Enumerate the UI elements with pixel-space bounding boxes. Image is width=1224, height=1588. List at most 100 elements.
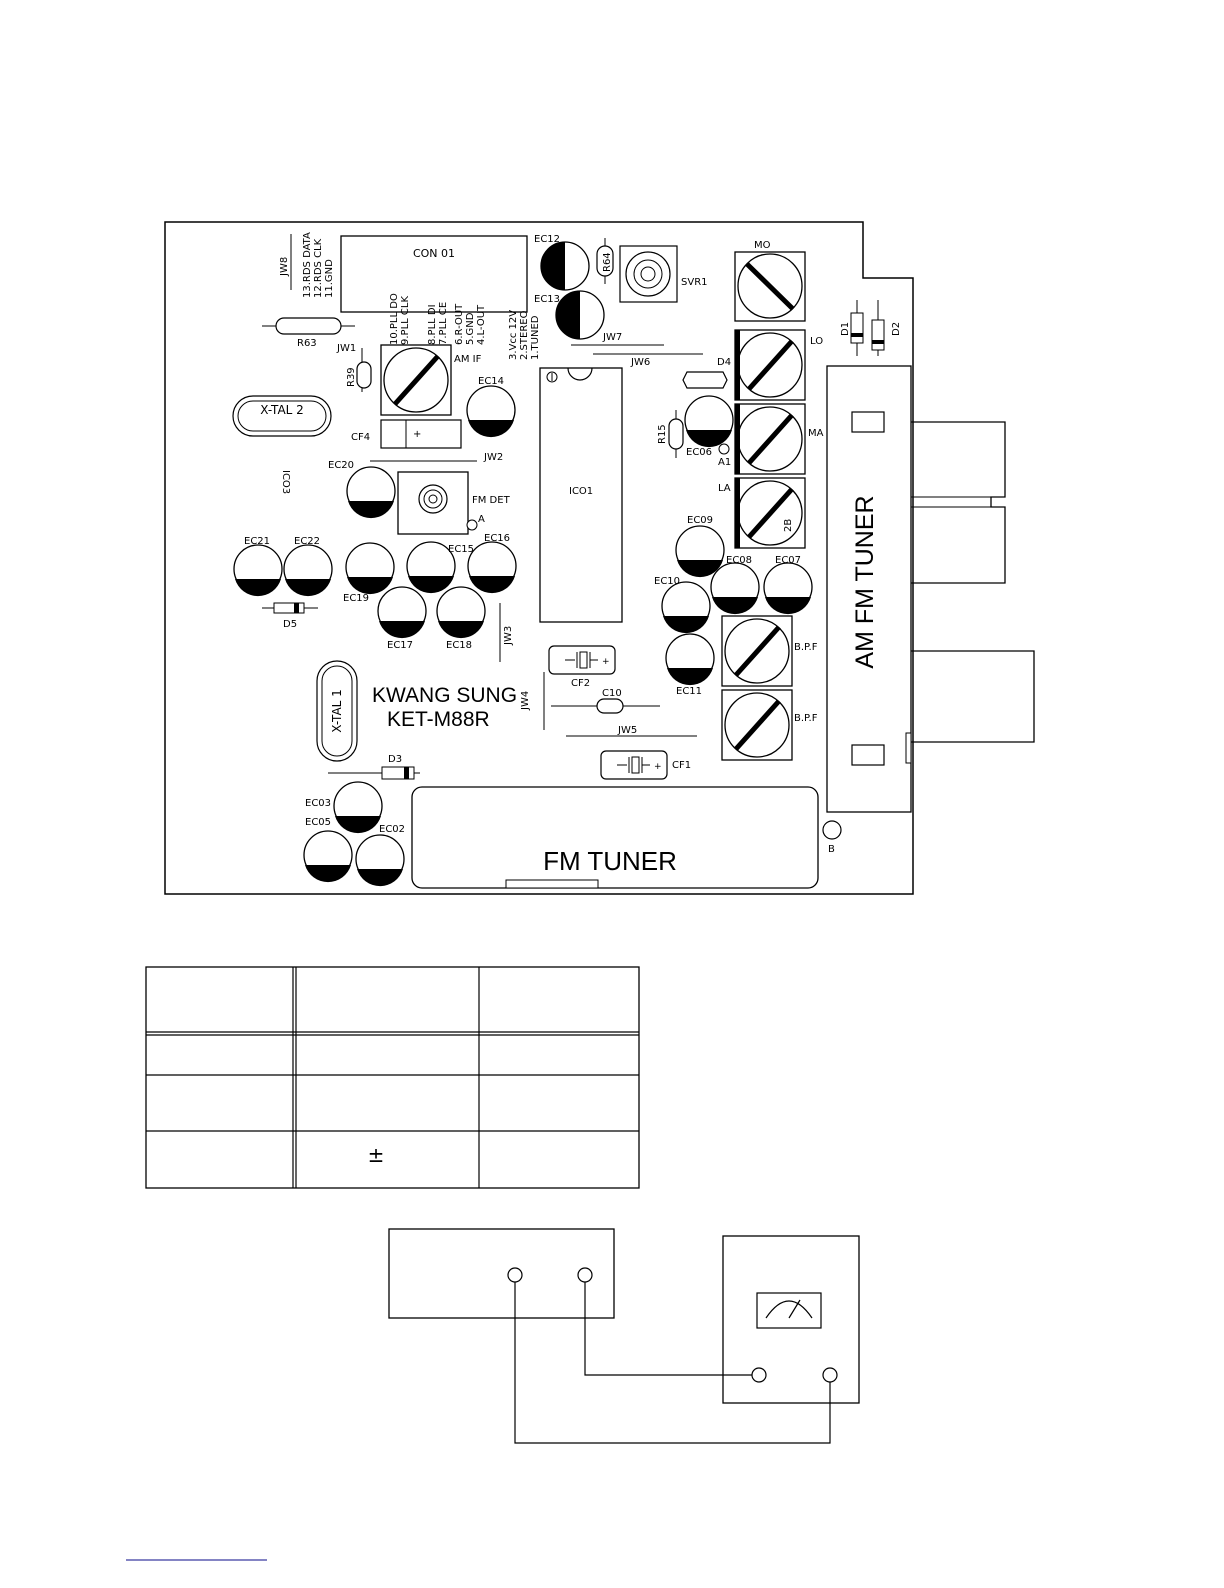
- con01-label: CON 01: [413, 247, 455, 260]
- pcb-outline: [164, 221, 914, 895]
- jw8-label: JW8: [279, 257, 290, 277]
- pin13-label: 13.RDS DATA: [302, 232, 313, 298]
- fm-tuner-label: FM TUNER: [543, 846, 677, 876]
- meter-terminal-2: [822, 1367, 838, 1383]
- diode-d1: [850, 312, 864, 344]
- jw1-label: JW1: [336, 343, 356, 354]
- d1-label: D1: [840, 322, 851, 336]
- ec16-label: EC16: [484, 533, 510, 544]
- c10-label: C10: [602, 688, 622, 699]
- wire-2: [514, 1282, 831, 1444]
- plus-minus-symbol: ±: [368, 1143, 385, 1167]
- ec21-label: EC21: [244, 536, 270, 547]
- wire-1: [584, 1282, 752, 1376]
- resistor-r39: [356, 361, 372, 389]
- capacitor-c10: [596, 698, 624, 714]
- side-connector-lower: [911, 650, 1035, 743]
- ec02-label: EC02: [379, 824, 405, 835]
- cf1-label: CF1: [672, 760, 691, 771]
- cf2-label: CF2: [571, 678, 590, 689]
- resistor-r63: [275, 317, 342, 335]
- a1-label: A1: [718, 457, 731, 468]
- coil-fm-det: [397, 471, 469, 535]
- coil-2b-label: 2B: [783, 519, 794, 532]
- pin6-label: 6.R-OUT: [454, 303, 465, 345]
- ec06-label: EC06: [686, 447, 712, 458]
- am-fm-tuner-label: AM FM TUNER: [851, 495, 879, 668]
- jw3-label: JW3: [503, 626, 514, 646]
- pin5-label: 5.GND: [465, 312, 476, 345]
- ec20-label: EC20: [328, 460, 354, 471]
- jw2-label: JW2: [483, 452, 503, 463]
- coil-bpf-1: [721, 615, 793, 687]
- ico3-label: ICO3: [280, 470, 291, 494]
- signal-source-box: [388, 1228, 615, 1319]
- jw4-label: JW4: [520, 691, 531, 711]
- pin10-label: 10.PLL DO: [389, 293, 400, 345]
- pin3-label: 3.Vcc 12V: [508, 310, 519, 360]
- pin4-label: 4.L-OUT: [476, 304, 487, 345]
- svg-text:+: +: [654, 762, 662, 772]
- pin9-label: 9.PLL CLK: [400, 296, 411, 345]
- ic-ico1: [539, 367, 623, 623]
- bpf2-label: B.P.F: [794, 713, 818, 724]
- fmdet-label: FM DET: [472, 495, 511, 506]
- r64-label: R64: [602, 252, 613, 272]
- ec08-label: EC08: [726, 555, 752, 566]
- ec13-label: EC13: [534, 294, 560, 305]
- diode-d4: [682, 371, 728, 389]
- point-b-label: B: [828, 844, 835, 855]
- mo-label: MO: [754, 240, 771, 251]
- ec14-label: EC14: [478, 376, 504, 387]
- d4-label: D4: [717, 357, 731, 368]
- bpf1-label: B.P.F: [794, 642, 818, 653]
- pin11-label: 11.GND: [324, 259, 335, 298]
- filter-cf4: [380, 419, 462, 449]
- crystal-xtal2: [232, 395, 332, 437]
- test-point-a1: [718, 443, 730, 455]
- xtal1-label: X-TAL 1: [330, 689, 344, 733]
- crystal-xtal1: [316, 660, 358, 762]
- r39-label: R39: [346, 367, 357, 387]
- d3-label: D3: [388, 754, 402, 765]
- brand-label: KWANG SUNG: [372, 684, 517, 707]
- ec03-label: EC03: [305, 798, 331, 809]
- cf4-label: CF4: [351, 432, 370, 443]
- test-setup-diagram: [388, 1228, 860, 1444]
- source-terminal-1: [507, 1267, 523, 1283]
- test-point-a: [466, 519, 478, 531]
- coil-mo: [734, 251, 806, 322]
- svr1-label: SVR1: [681, 277, 708, 288]
- la-label: LA: [718, 483, 731, 494]
- ec09-label: EC09: [687, 515, 713, 526]
- diode-d2: [871, 319, 885, 351]
- jw6-label: JW6: [630, 357, 650, 368]
- trimmer-svr1: [619, 245, 678, 303]
- coil-am-if: [380, 344, 452, 416]
- diode-d3: [381, 766, 415, 780]
- d2-label: D2: [891, 322, 902, 336]
- fm-tuner-module: [411, 786, 819, 889]
- ec22-label: EC22: [294, 536, 320, 547]
- ec05-label: EC05: [305, 817, 331, 828]
- ec15-label: EC15: [448, 544, 474, 555]
- meter-box: [722, 1235, 860, 1404]
- diode-d5: [273, 602, 305, 614]
- xtal2-label: X-TAL 2: [260, 403, 304, 417]
- pin1-label: 1.TUNED: [530, 315, 541, 360]
- filter-cf2: [548, 645, 616, 675]
- ec18-label: EC18: [446, 640, 472, 651]
- pin8-label: 8.PLL DI: [427, 304, 438, 345]
- ec19-label: EC19: [343, 593, 369, 604]
- jw7-label: JW7: [602, 332, 622, 343]
- ma-label: MA: [808, 428, 824, 439]
- test-point-b: [822, 820, 842, 840]
- ec12-label: EC12: [534, 234, 560, 245]
- ec11-label: EC11: [676, 686, 702, 697]
- amif-label: AM IF: [454, 354, 482, 365]
- pin12-label: 12.RDS CLK: [313, 238, 324, 298]
- r63-label: R63: [297, 338, 317, 349]
- meter-terminal-1: [751, 1367, 767, 1383]
